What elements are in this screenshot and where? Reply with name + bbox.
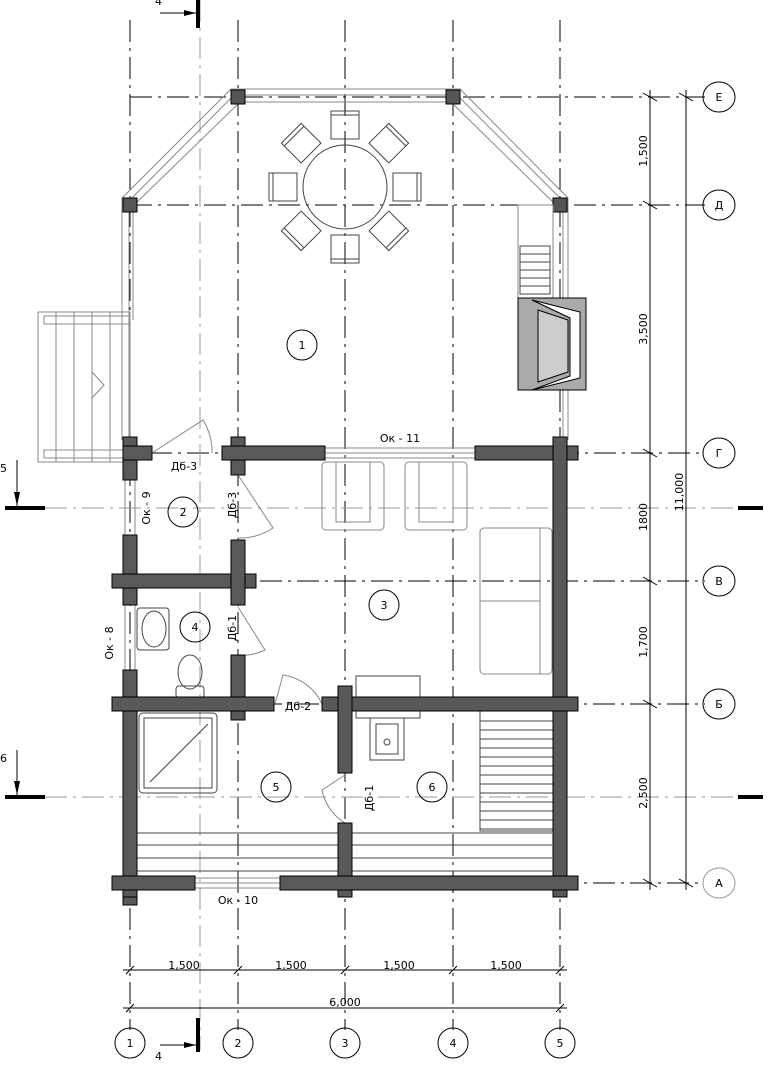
section-label-6: 6: [0, 752, 7, 765]
room-3-number: 3: [381, 599, 388, 612]
sink: [136, 607, 170, 651]
door-db1-label: Дб-1: [226, 615, 239, 641]
dim-tick: [642, 699, 658, 709]
dim-right-2: 3,500: [637, 313, 650, 345]
terrace: [37, 88, 587, 463]
chair: [280, 210, 322, 252]
bottom-dimensions: 1,500 1,500 1,500 1,500 6,000: [123, 959, 567, 1013]
chair: [368, 210, 410, 252]
room-1-number: 1: [299, 339, 306, 352]
door-db1-lower-label: Дб-1: [363, 785, 376, 811]
opening-labels: Ок - 11 Ок - 10 Ок - 9 Ок - 8 Дб-3 Дб-3 …: [103, 432, 420, 907]
section-label-5: 5: [0, 462, 7, 475]
svg-text:Б: Б: [715, 698, 723, 711]
window-ok11-label: Ок - 11: [380, 432, 420, 445]
dim-tick: [125, 965, 135, 975]
axis-bubble-4: 4: [437, 1027, 469, 1059]
toilet: [177, 654, 203, 690]
svg-text:Д: Д: [715, 199, 724, 212]
dim-bottom-3: 1,500: [383, 959, 415, 972]
room-markers: 1 2 3 4 5 6: [167, 329, 448, 803]
chair: [268, 172, 298, 202]
axis-bubbles: 1 2 3 4 5 Е Д Г В Б А: [114, 81, 736, 1059]
dim-tick: [678, 92, 694, 102]
axis-bubble-1: 1: [114, 1027, 146, 1059]
dim-tick: [233, 965, 243, 975]
room-2-number: 2: [180, 506, 187, 519]
room-4-number: 4: [192, 621, 199, 634]
chair: [280, 122, 322, 164]
dim-tick: [642, 878, 658, 888]
svg-text:В: В: [715, 575, 723, 588]
door-db3-side-label: Дб-3: [226, 492, 239, 518]
axis-bubble-B: Б: [702, 688, 736, 720]
svg-text:2: 2: [235, 1037, 242, 1050]
dim-tick: [642, 92, 658, 102]
dim-tick: [555, 1003, 565, 1013]
firewood-rack: [519, 245, 551, 295]
walls: [111, 436, 579, 906]
axis-bubble-G: Г: [702, 437, 736, 469]
svg-text:1: 1: [127, 1037, 134, 1050]
section-label-top: 4: [155, 0, 162, 8]
axis-bubble-2: 2: [222, 1027, 254, 1059]
window-ok10-label: Ок - 10: [218, 894, 258, 907]
section-marks: 4 4 5 6: [0, 0, 763, 1063]
dim-tick: [642, 448, 658, 458]
door-db3-label: Дб-3: [171, 460, 197, 473]
room-5-number: 5: [273, 781, 280, 794]
dim-right-total: 11,000: [673, 473, 686, 512]
svg-text:А: А: [715, 877, 723, 890]
axis-bubble-A: А: [702, 867, 736, 899]
window-ok9-label: Ок - 9: [140, 491, 153, 524]
chair: [330, 234, 360, 264]
chair: [392, 172, 422, 202]
dim-bottom-1: 1,500: [168, 959, 200, 972]
dim-right-4: 1,700: [637, 626, 650, 658]
dim-tick: [678, 878, 694, 888]
svg-text:3: 3: [342, 1037, 349, 1050]
door-db2-label: Дб-2: [285, 700, 311, 713]
dim-right-1: 1,500: [637, 135, 650, 167]
chair: [368, 122, 410, 164]
round-table: [302, 144, 388, 230]
svg-text:Е: Е: [716, 91, 723, 104]
dim-tick: [642, 200, 658, 210]
axis-bubble-3: 3: [329, 1027, 361, 1059]
shower-tray: [138, 712, 218, 794]
axis-bubble-D: Д: [702, 189, 736, 221]
axis-bubble-E: Е: [702, 81, 736, 113]
room-6-number: 6: [429, 781, 436, 794]
axis-bubble-V: В: [702, 565, 736, 597]
dim-right-3: 1800: [637, 503, 650, 531]
dim-tick: [340, 965, 350, 975]
staircase: [479, 710, 554, 832]
svg-text:Г: Г: [716, 447, 723, 460]
svg-text:5: 5: [557, 1037, 564, 1050]
chair: [330, 110, 360, 140]
section-label-bottom: 4: [155, 1050, 162, 1063]
dim-tick: [555, 965, 565, 975]
dim-bottom-4: 1,500: [490, 959, 522, 972]
svg-text:4: 4: [450, 1037, 457, 1050]
dim-bottom-total: 6,000: [329, 996, 361, 1009]
dim-bottom-2: 1,500: [275, 959, 307, 972]
dim-right-5: 2,500: [637, 777, 650, 809]
right-dimensions: 1,500 3,500 1800 1,700 2,500 11,000: [637, 90, 694, 890]
dim-tick: [125, 1003, 135, 1013]
dim-tick: [642, 576, 658, 586]
axis-bubble-5: 5: [544, 1027, 576, 1059]
windows: [124, 447, 476, 889]
dim-tick: [448, 965, 458, 975]
window-ok8-label: Ок - 8: [103, 626, 116, 659]
fireplace: [517, 297, 587, 391]
